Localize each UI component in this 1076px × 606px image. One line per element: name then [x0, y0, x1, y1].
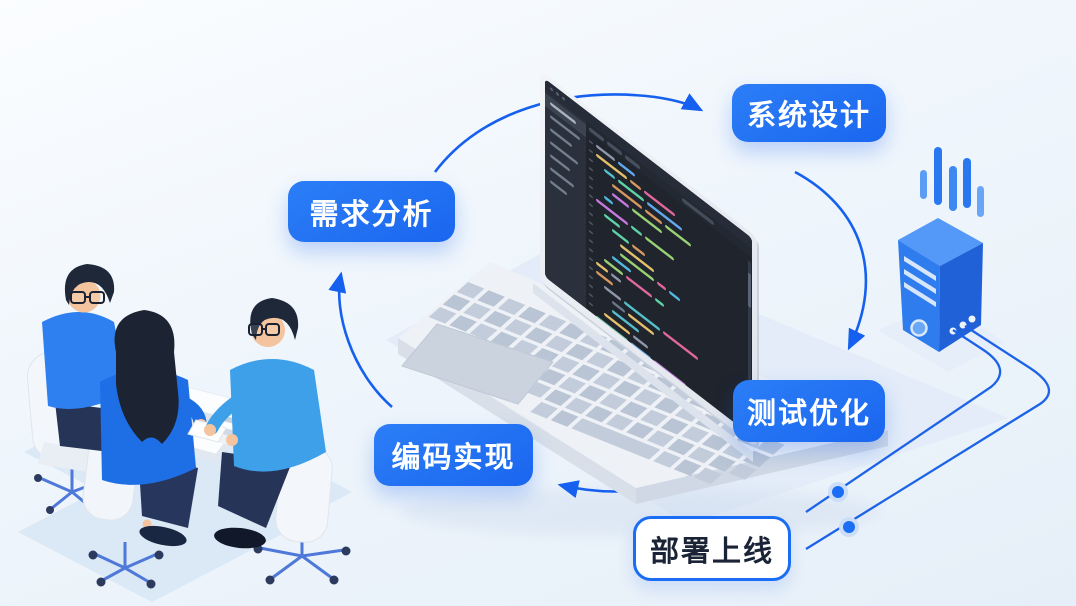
- flow-step-label: 需求分析: [309, 196, 434, 231]
- keyboard-key: [545, 335, 573, 353]
- keyboard-key: [599, 393, 627, 410]
- keyboard-key: [613, 380, 641, 398]
- flow-step-label: 部署上线: [649, 533, 774, 568]
- cable-connector-dots: [828, 482, 859, 537]
- torso: [230, 359, 326, 472]
- trackpad: [401, 323, 554, 405]
- keyboard-key: [456, 282, 485, 299]
- shoe: [139, 525, 187, 547]
- server-port-dot: [968, 315, 976, 323]
- server-side-face: [939, 243, 983, 352]
- keyboard-key: [477, 290, 505, 307]
- keyboard-key: [694, 467, 722, 485]
- server-top-face: [898, 218, 983, 266]
- keyboard-key: [653, 451, 681, 468]
- keyboard-key: [640, 409, 668, 427]
- keyboard-key: [633, 389, 662, 406]
- keyboard-key: [708, 455, 736, 472]
- keyboard-key: [585, 405, 613, 423]
- keyboard-key: [660, 417, 689, 435]
- keyboard-key: [550, 410, 579, 427]
- office-chair: [253, 445, 351, 585]
- hinge: [533, 283, 753, 462]
- server-vent-3: [904, 282, 936, 307]
- keyboard-key: [578, 385, 607, 402]
- keyboard-key: [442, 294, 471, 312]
- hair: [114, 310, 179, 444]
- person-middle: [100, 310, 207, 547]
- hair: [64, 264, 115, 305]
- window-dot-icon: [562, 95, 565, 102]
- arrow-design-to-testing: [794, 170, 868, 351]
- keyboard-key: [518, 306, 546, 324]
- flow-step-label: 编码实现: [391, 440, 516, 474]
- deploy-cables: [805, 325, 1051, 550]
- glasses-icon: [70, 291, 105, 304]
- server-vent-1: [904, 256, 936, 281]
- keyboard-key: [673, 459, 702, 476]
- keyboard-key: [572, 364, 600, 381]
- keyboard-key: [687, 446, 716, 464]
- flow-step-design: 系统设计: [732, 84, 886, 142]
- keyboard-key: [551, 356, 580, 373]
- cable-2: [805, 325, 1051, 550]
- server-illustration: [898, 147, 984, 352]
- flow-step-testing: 测试优化: [733, 380, 885, 442]
- laptop-base: [398, 262, 888, 504]
- keyboard-key: [592, 372, 621, 390]
- team-meeting-icon: [26, 264, 351, 589]
- keyboard-key: [667, 438, 695, 456]
- server-power-button: [910, 319, 928, 337]
- flow-step-deploy: 部署上线: [633, 516, 791, 581]
- keyboard-key: [497, 298, 526, 315]
- signal-bars-icon: [920, 147, 984, 217]
- flow-step-coding: 编码实现: [374, 424, 533, 486]
- keyboard-key: [449, 315, 477, 332]
- flow-step-label: 系统设计: [746, 98, 871, 132]
- window-dot-icon: [556, 91, 559, 97]
- keyboard-key: [558, 376, 586, 394]
- flow-step-label: 测试优化: [746, 396, 871, 430]
- shoe: [214, 527, 266, 549]
- keyboard-key: [619, 401, 648, 419]
- arrow-requirements-to-design: [433, 93, 704, 173]
- keyboard-key: [756, 438, 785, 455]
- keyboard-key: [544, 389, 572, 406]
- keyboard-key: [538, 314, 567, 332]
- glasses-icon: [248, 323, 280, 336]
- keyboard-key: [586, 351, 614, 369]
- cable-1: [805, 329, 1002, 513]
- keyboard-key: [681, 426, 709, 443]
- keyboard-key: [728, 463, 757, 480]
- keyboard-key: [483, 310, 512, 328]
- keyboard-key: [571, 418, 661, 460]
- keyboard-key: [469, 323, 498, 340]
- keyboard-key: [564, 397, 593, 415]
- person-right: [187, 298, 326, 549]
- keyboard-key: [537, 368, 566, 386]
- editor-file-sidebar: [545, 89, 586, 309]
- keyboard-key: [428, 307, 457, 324]
- keyboard-key: [524, 327, 553, 344]
- keyboard-key: [504, 319, 532, 336]
- keyboard-key: [646, 430, 675, 447]
- keyboard-key: [626, 422, 654, 439]
- window-dot-icon: [550, 86, 553, 93]
- server-vent-2: [904, 269, 936, 294]
- arrow-coding-to-requirements: [328, 271, 393, 408]
- keyboard-key: [463, 302, 491, 320]
- flow-step-requirements: 需求分析: [288, 181, 455, 242]
- keyboard-key: [565, 343, 594, 361]
- keyboard-key: [605, 414, 634, 431]
- keyboard-key: [530, 401, 558, 419]
- hair: [250, 298, 299, 340]
- legs: [218, 452, 292, 528]
